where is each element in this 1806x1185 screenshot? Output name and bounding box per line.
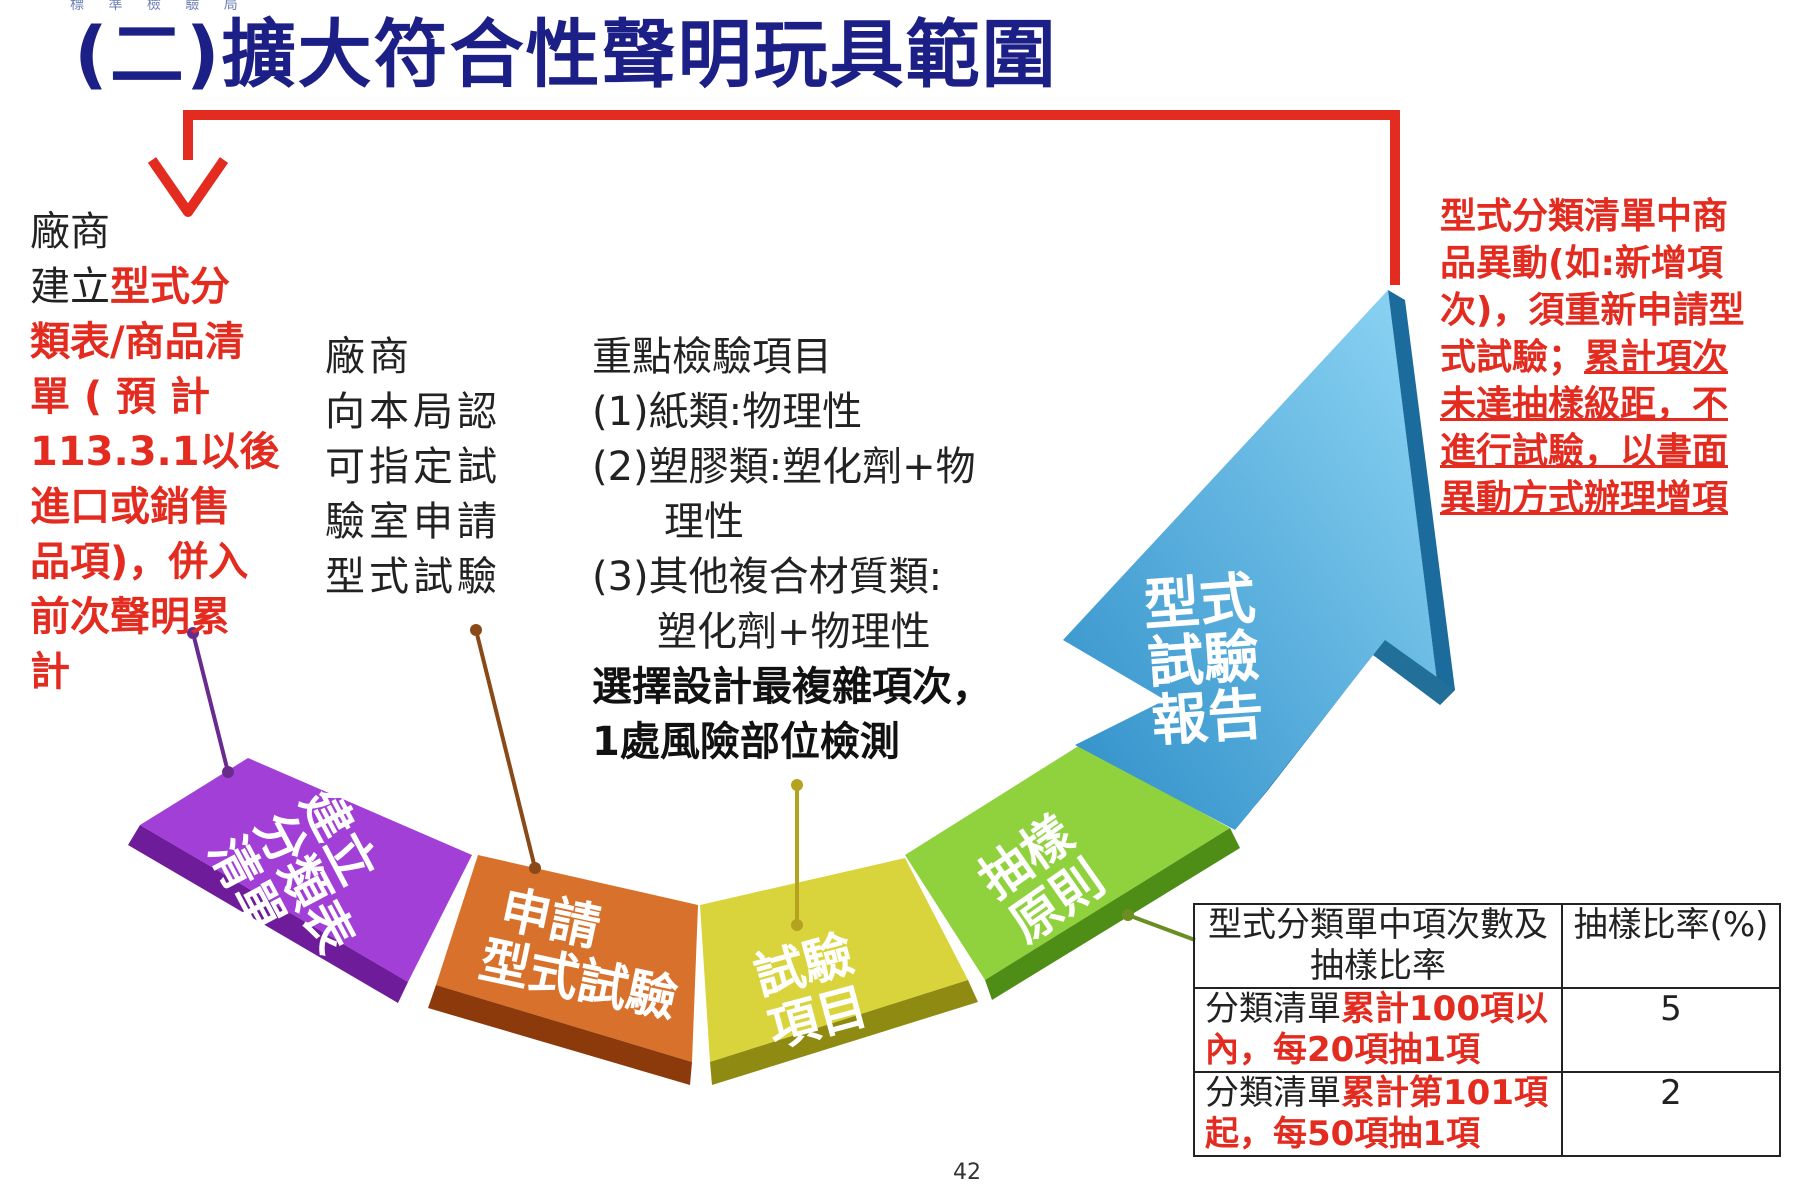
col3-line: (3)其他複合材質類:	[592, 554, 943, 600]
note-underlined: 累計項次	[1584, 337, 1729, 378]
table-cell: 分類清單累計第101項起，每50項抽1項	[1193, 1071, 1563, 1157]
org-name: 標 準 檢 驗 局	[70, 0, 248, 13]
row-rule: 累計第101項起，每50項抽1項	[1205, 1073, 1548, 1154]
col2-line: 驗室申請	[325, 499, 501, 545]
col1-prefix: 建立	[30, 264, 110, 310]
col2-line: 型式試驗	[325, 554, 501, 600]
col3-bold-line: 選擇設計最複雜項次，	[592, 664, 992, 710]
note-line: 型式分類清單中商	[1440, 196, 1729, 237]
col2-line: 可指定試	[325, 444, 501, 490]
col3-bold-line: 1處風險部位檢測	[592, 719, 900, 765]
page-title: (二)擴大符合性聲明玩具範圍	[74, 12, 1058, 98]
col1-red-line: 計	[30, 649, 70, 695]
pin-line-2	[474, 629, 537, 869]
table-cell-rate: 2	[1561, 1071, 1781, 1157]
row-prefix: 分類清單	[1205, 1073, 1341, 1113]
pin-dot-1b	[222, 766, 234, 778]
note-underlined: 進行試驗，以書面	[1440, 431, 1729, 472]
col1-red-line: 品項)，併入	[30, 539, 249, 585]
step5-line2: 試驗	[1145, 624, 1261, 697]
row-prefix: 分類清單	[1205, 989, 1341, 1029]
table-row: 分類清單累計第101項起，每50項抽1項 2	[1193, 1071, 1781, 1157]
note-line-4: 式試驗；	[1440, 337, 1585, 378]
col2-line: 廠商	[325, 334, 413, 380]
note-line: 次)，須重新申請型	[1440, 290, 1745, 331]
pin-dot-1a	[187, 627, 199, 639]
pin-line-4	[1127, 913, 1196, 942]
feedback-arrow-head	[147, 157, 229, 217]
pin-dot-3a	[791, 779, 803, 791]
table-row: 分類清單累計100項以內，每20項抽1項 5	[1193, 987, 1781, 1073]
sampling-rate-table: 型式分類單中項次數及抽樣比率 抽樣比率(%) 分類清單累計100項以內，每20項…	[1193, 903, 1781, 1157]
col3-line: (1)紙類:物理性	[592, 389, 863, 435]
col1-red-line: 前次聲明累	[30, 594, 230, 640]
feedback-arrow	[183, 110, 1400, 285]
step2-description: 廠商 向本局認 可指定試 驗室申請 型式試驗	[325, 330, 540, 605]
step-apply-type-test: 申請 型式試驗	[428, 855, 698, 1085]
pin-dot-2a	[470, 624, 482, 636]
note-underlined: 未達抽樣級距，不	[1440, 384, 1729, 425]
step3-description: 重點檢驗項目 (1)紙類:物理性 (2)塑膠類:塑化劑+物 理性 (3)其他複合…	[592, 330, 1082, 770]
note-underlined: 異動方式辦理增項	[1440, 478, 1729, 519]
step5-line1: 型式	[1141, 566, 1257, 639]
col2-line: 向本局認	[325, 389, 501, 435]
svg-text:型式 試驗 報告: 型式 試驗 報告	[1141, 565, 1285, 755]
pin-dot-3b	[791, 919, 803, 931]
col1-red-start: 型式分	[110, 264, 230, 310]
col3-line: 重點檢驗項目	[592, 334, 832, 380]
col1-red-line: 進口或銷售	[30, 484, 230, 530]
table-header: 型式分類單中項次數及抽樣比率	[1193, 903, 1563, 989]
step5-line3: 報告	[1150, 682, 1266, 755]
col1-red-line: 類表/商品清	[30, 319, 245, 365]
step-sampling-rule: 抽樣 原則	[905, 745, 1240, 1000]
pin-dot-4a	[1122, 909, 1134, 921]
step1-description: 廠商 建立型式分 類表/商品清 單 ( 預 計 113.3.1以後 進口或銷售 …	[30, 205, 300, 700]
table-header: 抽樣比率(%)	[1561, 903, 1781, 989]
col1-line2: 建立型式分	[30, 260, 300, 315]
note-line: 式試驗；累計項次	[1440, 334, 1795, 381]
col3-line: 塑化劑+物理性	[657, 609, 931, 655]
step-test-items: 試驗 項目	[700, 858, 978, 1085]
table-cell: 分類清單累計100項以內，每20項抽1項	[1193, 987, 1563, 1073]
table-header-row: 型式分類單中項次數及抽樣比率 抽樣比率(%)	[1193, 903, 1781, 989]
step-type-test-report: 型式 試驗 報告	[1063, 290, 1455, 830]
row-rule: 累計100項以內，每20項抽1項	[1205, 989, 1548, 1070]
step-create-list: 建立 分類表 清單	[128, 758, 472, 1003]
col1-red-line: 單 ( 預 計	[30, 374, 211, 420]
col1-line1: 廠商	[30, 209, 110, 255]
pin-line-1	[191, 632, 230, 773]
change-note: 型式分類清單中商 品異動(如:新增項 次)，須重新申請型 式試驗；累計項次 未達…	[1440, 193, 1795, 522]
table-cell-rate: 5	[1561, 987, 1781, 1073]
page-number: 42	[953, 1160, 981, 1185]
pin-dot-2b	[529, 862, 541, 874]
note-line: 品異動(如:新增項	[1440, 243, 1723, 284]
col1-red-line: 113.3.1以後	[30, 429, 280, 475]
col3-line: (2)塑膠類:塑化劑+物	[592, 444, 976, 490]
col3-line: 理性	[664, 499, 744, 545]
